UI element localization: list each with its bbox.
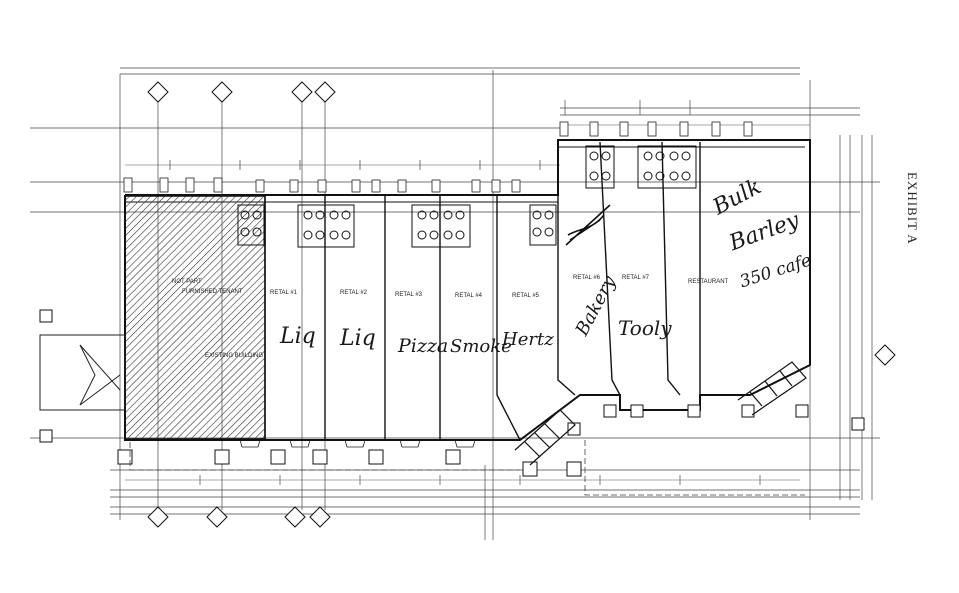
column-markers [123, 121, 753, 193]
existing-building-hatched-area [124, 195, 266, 440]
hatched-label-2: FURNISHED TENANT [182, 289, 243, 295]
retal-2-label: RETAL #2 [340, 290, 368, 296]
restaurant-label: RESTAURANT [688, 279, 729, 285]
retal-6-handwritten: Bakery [571, 272, 621, 340]
retal-3-handwritten: Pizza [397, 335, 448, 357]
restaurant-handwritten-2: Barley [725, 208, 803, 257]
corner-entries [514, 361, 807, 466]
storefront-notches [239, 439, 476, 448]
site-curbs [129, 440, 805, 496]
retal-7-label: RETAL #7 [622, 275, 650, 281]
retal-2-handwritten: Liq [339, 326, 376, 351]
exterior-ramp [39, 334, 126, 411]
exhibit-label: EXHIBIT A [905, 172, 920, 245]
hatched-label-1: NOT PART [172, 279, 202, 285]
retal-3-label: RETAL #3 [395, 292, 423, 298]
restaurant-handwritten-3: 350 cafe [737, 250, 813, 292]
restaurant-handwritten-1: Bulk [708, 174, 765, 220]
crossed-out-scribble [565, 204, 611, 246]
restroom-fixtures [237, 145, 697, 248]
retal-1-label: RETAL #1 [270, 290, 298, 296]
retal-5-handwritten: Hertz [501, 329, 554, 350]
retal-4-label: RETAL #4 [455, 293, 483, 299]
retal-5-label: RETAL #5 [512, 293, 540, 299]
grid-bubbles [147, 81, 896, 528]
retal-6-label: RETAL #6 [573, 275, 601, 281]
retal-4-handwritten: Smoke [450, 336, 512, 357]
retal-7-handwritten: Tooly [618, 316, 672, 340]
column-pads [39, 309, 865, 477]
hatched-label-3: EXISTING BUILDING [205, 353, 263, 359]
retal-1-handwritten: Liq [279, 324, 316, 349]
demising-walls [264, 141, 701, 441]
